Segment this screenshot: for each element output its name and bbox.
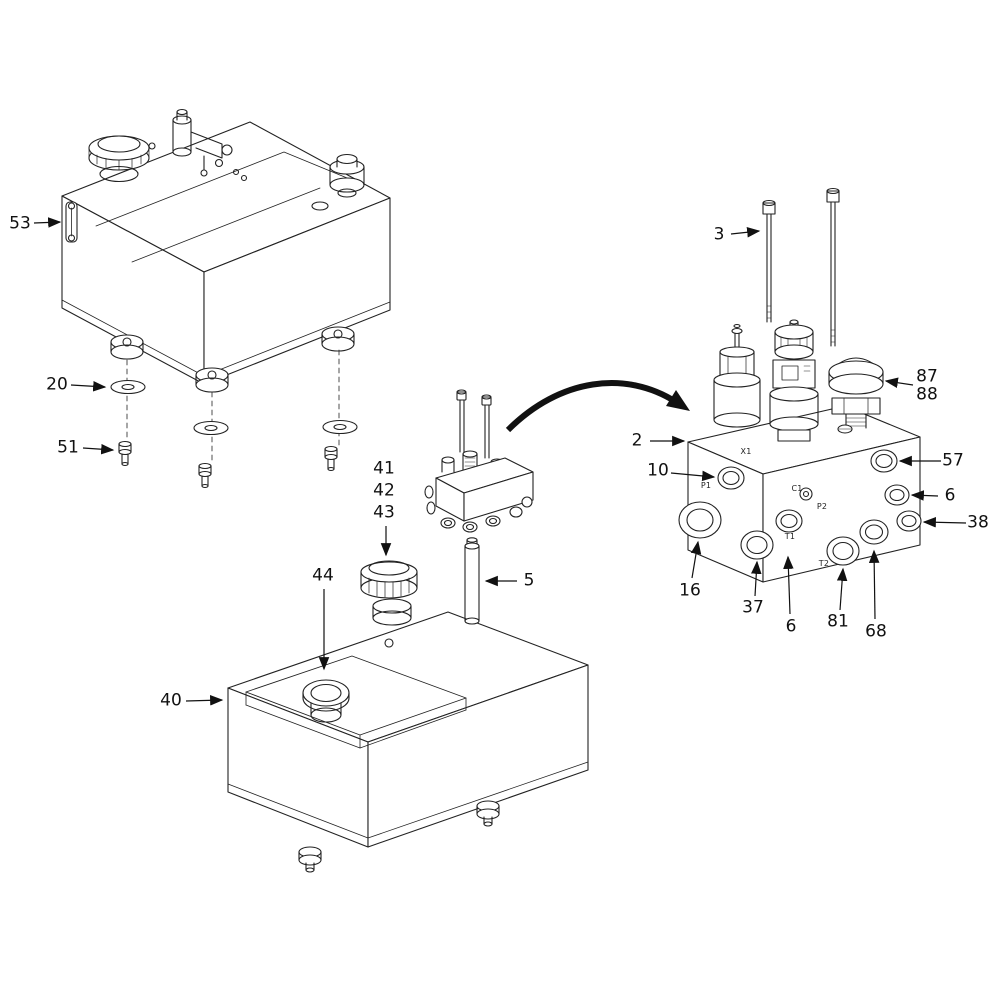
callout-87: 87	[916, 366, 938, 387]
callout-20: 20	[46, 374, 68, 395]
port-label-c1: C1	[791, 484, 803, 493]
callout-44: 44	[312, 565, 334, 586]
callout-68: 68	[865, 621, 887, 642]
upper-reservoir-drawing	[61, 108, 391, 489]
callout-leader-lines	[33, 217, 967, 706]
callout-40: 40	[160, 690, 182, 711]
callout-37: 37	[742, 597, 764, 618]
valve-subassembly-drawing	[424, 389, 534, 625]
callout-42: 42	[373, 480, 395, 501]
port-label-p1: P1	[700, 481, 712, 490]
callout-6-right: 6	[944, 485, 956, 506]
port-label-t1: T1	[784, 532, 796, 541]
callout-88: 88	[916, 384, 938, 405]
port-label-x1: X1	[740, 447, 752, 456]
port-label-t2: T2	[818, 559, 830, 568]
manifold-assembly-drawing	[678, 187, 922, 583]
callout-43: 43	[373, 502, 395, 523]
callout-10: 10	[647, 460, 669, 481]
callout-57: 57	[942, 450, 964, 471]
port-label-p2: P2	[816, 502, 828, 511]
callout-16: 16	[679, 580, 701, 601]
callout-51: 51	[57, 437, 79, 458]
callout-53: 53	[9, 213, 31, 234]
callout-81: 81	[827, 611, 849, 632]
callout-5: 5	[523, 570, 535, 591]
assembly-transform-arrow	[505, 380, 690, 433]
callout-3: 3	[713, 224, 725, 245]
callout-6-bottom: 6	[785, 616, 797, 637]
callout-41: 41	[373, 458, 395, 479]
lower-tank-drawing	[227, 560, 589, 873]
callout-2: 2	[631, 430, 643, 451]
callout-38: 38	[967, 512, 989, 533]
